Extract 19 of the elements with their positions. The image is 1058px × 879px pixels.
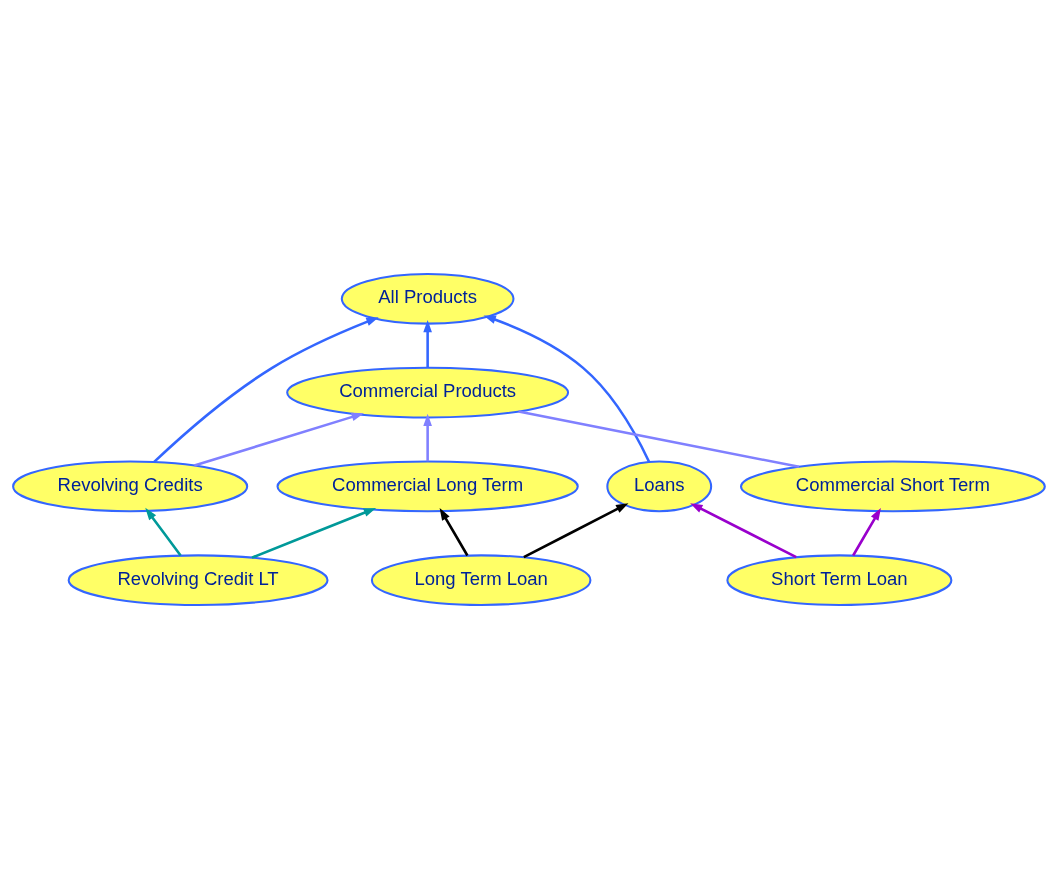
node-ellipse: Revolving Credits [12,460,249,513]
node-ellipse: Commercial Products [286,366,570,419]
node-ellipse: Long Term Loan [370,554,592,606]
arrow [483,315,651,463]
node-ellipse: Commercial Short Term [739,460,1046,513]
node-ellipse: Revolving Credit LT [67,554,329,606]
node-ellipse: Short Term Loan [726,554,953,606]
arrow [523,503,629,559]
node-ellipse: Commercial Long Term [276,460,579,513]
arrow [145,507,182,557]
arrow [439,507,469,557]
arrow [690,503,797,559]
connector [518,410,800,469]
arrow [153,317,379,463]
arrow [852,507,881,557]
arrow [423,413,432,462]
arrow [251,507,377,559]
arrow [423,319,432,368]
arrow [193,412,364,467]
